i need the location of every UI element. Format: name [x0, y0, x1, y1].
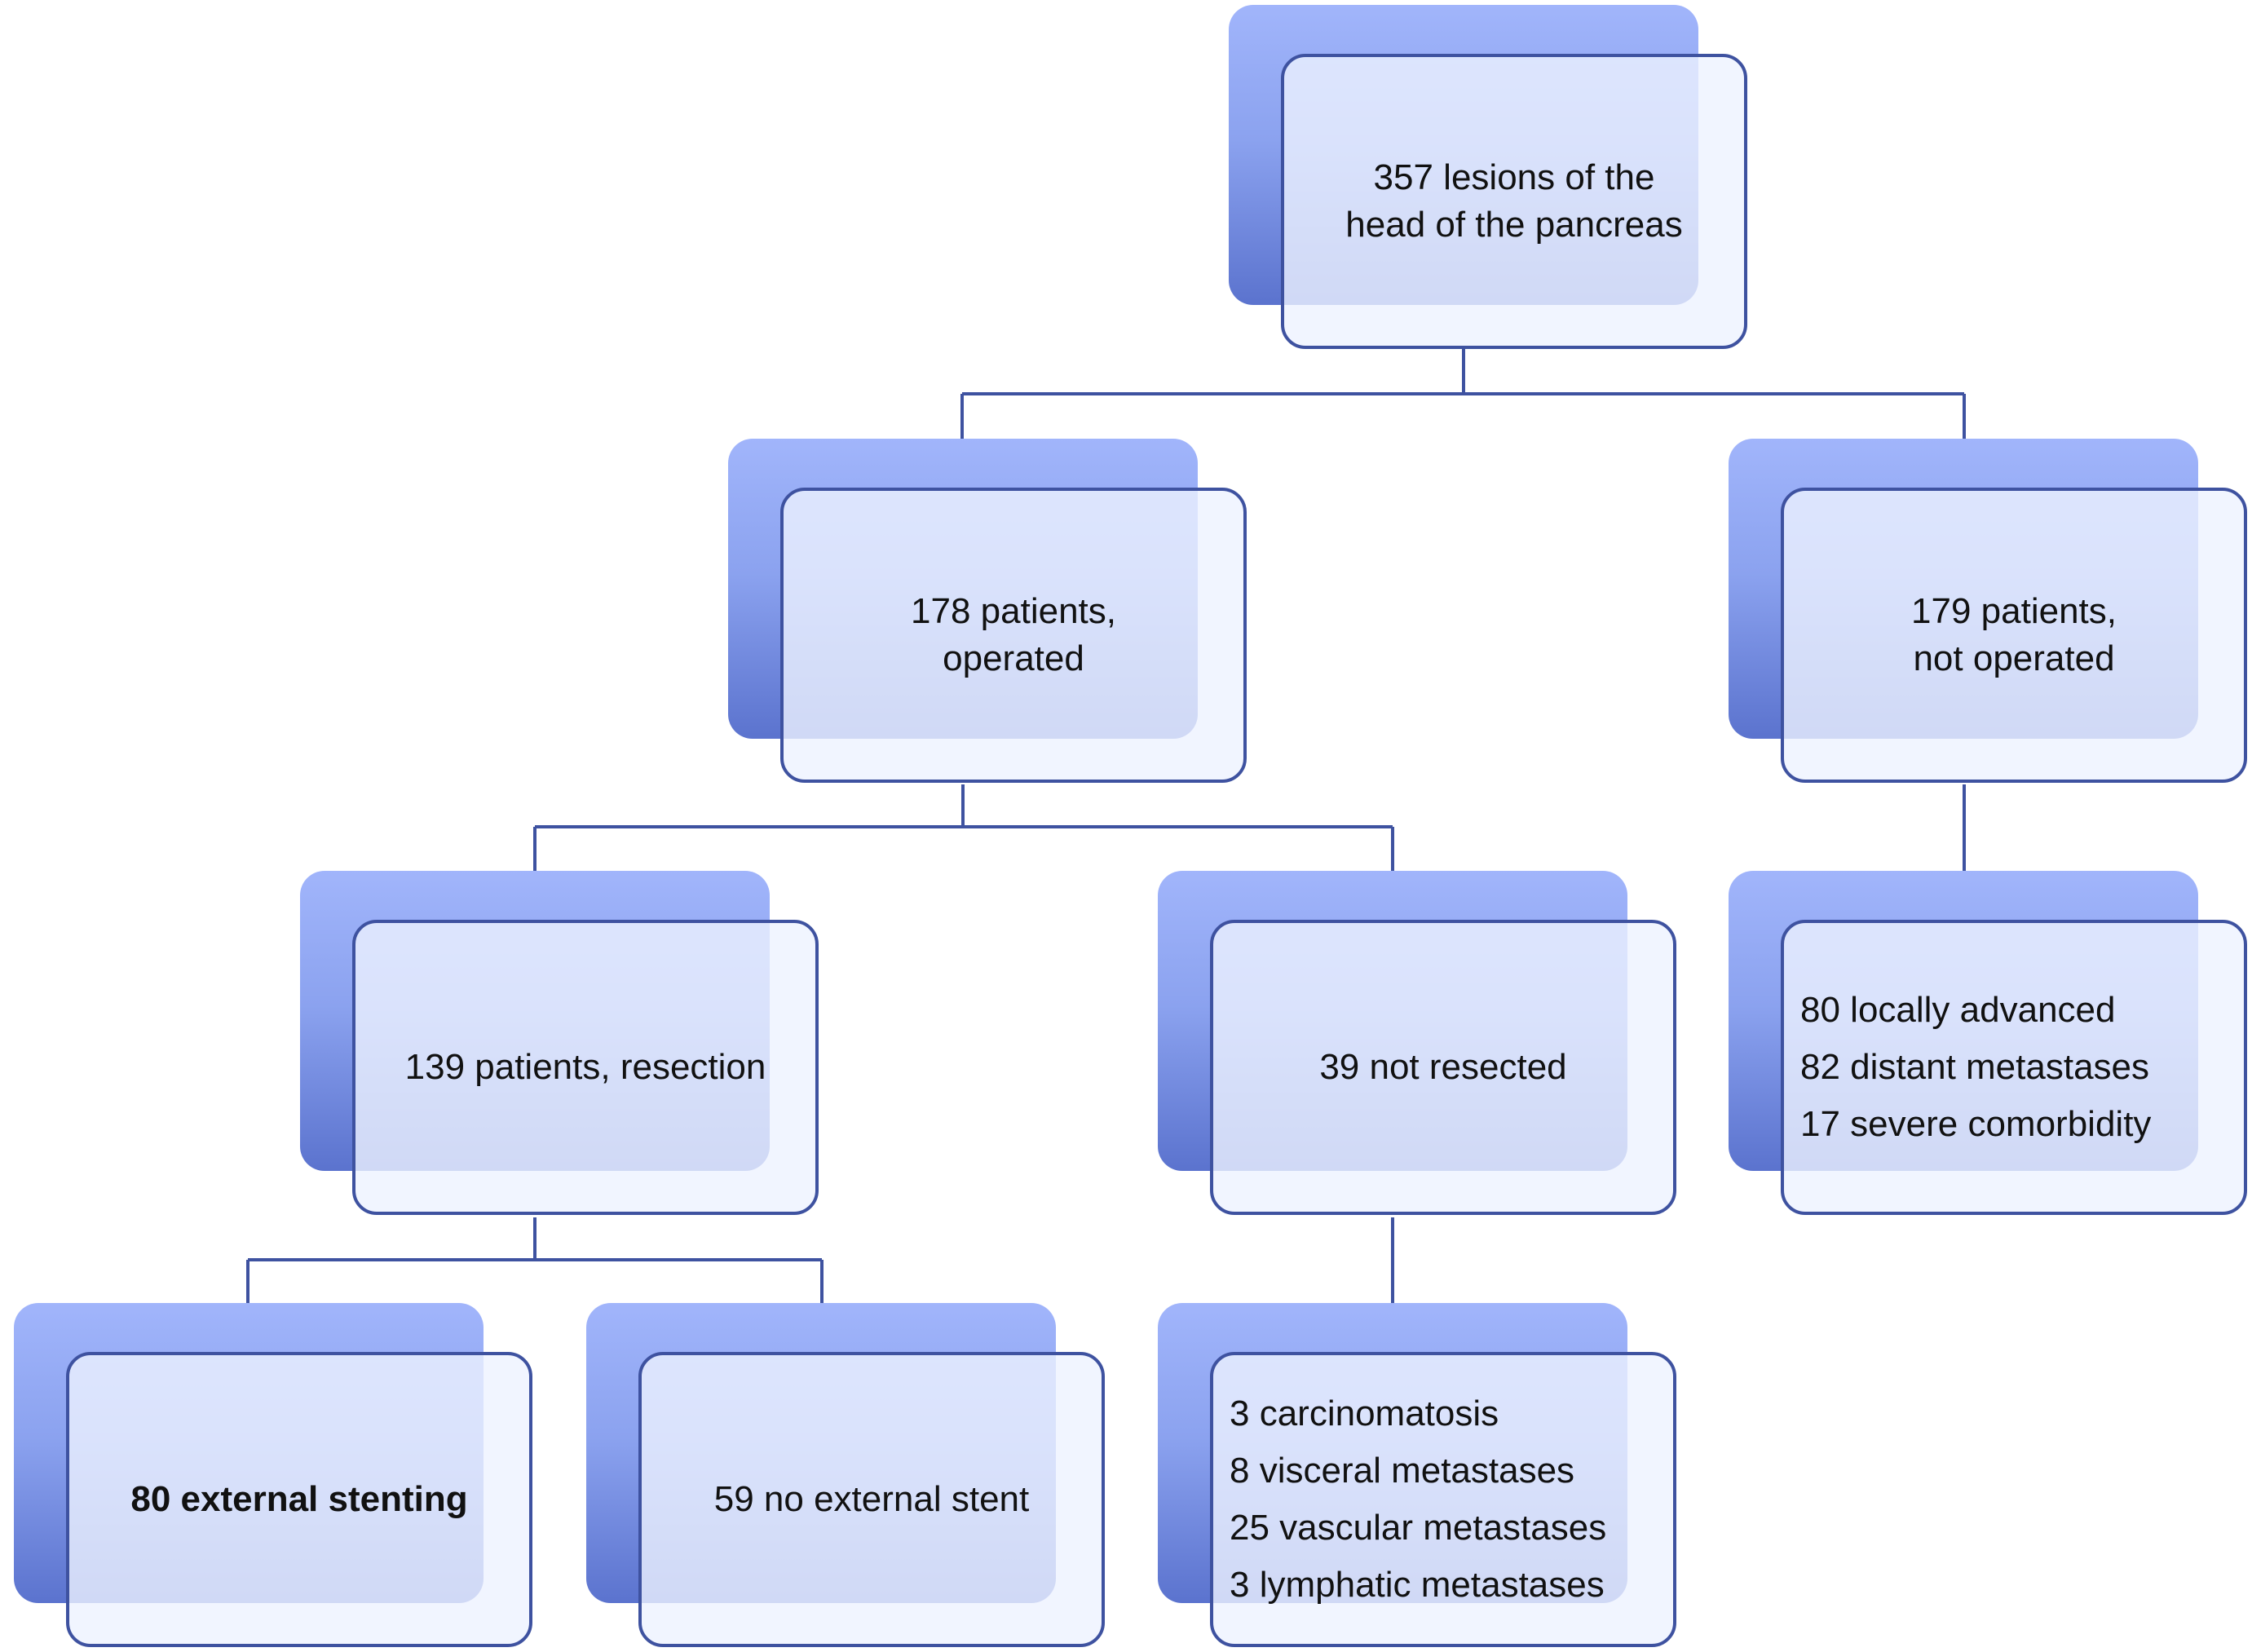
node-operated-line-1: 178 patients,	[911, 591, 1116, 631]
node-operated-line-2: operated	[943, 638, 1084, 678]
node-external-stenting-box: 80 external stenting	[66, 1352, 532, 1647]
node-not-resected-box: 39 not resected	[1210, 920, 1676, 1215]
node-not-resected-reasons-box: 3 carcinomatosis 8 visceral metastases 2…	[1210, 1352, 1676, 1647]
node-not-operated-line-2: not operated	[1913, 638, 2115, 678]
node-resection-line-1: 139 patients, resection	[404, 1047, 766, 1087]
node-no-external-stent-box: 59 no external stent	[638, 1352, 1105, 1647]
node-not-operated-reasons: 80 locally advanced 82 distant metastase…	[1729, 871, 2247, 1215]
connector-operated-split	[533, 784, 1394, 871]
node-external-stenting-line-1: 80 external stenting	[130, 1479, 468, 1519]
node-operated: 178 patients, operated	[728, 439, 1247, 783]
reason-visceral-metastases: 8 visceral metastases	[1230, 1451, 1575, 1491]
node-no-external-stent-line-1: 59 no external stent	[713, 1479, 1030, 1519]
reason-lymphatic-metastases: 3 lymphatic metastases	[1230, 1565, 1605, 1605]
node-not-operated-reasons-box: 80 locally advanced 82 distant metastase…	[1781, 920, 2247, 1215]
node-root: 357 lesions of the head of the pancreas	[1229, 5, 1747, 349]
node-not-operated-box: 179 patients, not operated	[1781, 488, 2247, 783]
node-not-resected-reasons: 3 carcinomatosis 8 visceral metastases 2…	[1158, 1303, 1676, 1647]
node-resection-box: 139 patients, resection	[352, 920, 819, 1215]
node-no-external-stent: 59 no external stent	[586, 1303, 1105, 1647]
node-root-line-1: 357 lesions of the	[1373, 157, 1655, 197]
node-not-operated: 179 patients, not operated	[1729, 439, 2247, 783]
node-resection: 139 patients, resection	[300, 871, 819, 1215]
connector-resection-split	[246, 1217, 824, 1303]
reason-carcinomatosis: 3 carcinomatosis	[1230, 1394, 1499, 1433]
reason-vascular-metastases: 25 vascular metastases	[1230, 1508, 1607, 1548]
connector-root-split	[960, 347, 1966, 439]
reason-severe-comorbidity: 17 severe comorbidity	[1800, 1104, 2152, 1144]
reason-locally-advanced: 80 locally advanced	[1800, 990, 2116, 1030]
node-root-box: 357 lesions of the head of the pancreas	[1281, 54, 1747, 349]
node-root-line-2: head of the pancreas	[1345, 205, 1683, 245]
node-external-stenting: 80 external stenting	[14, 1303, 532, 1647]
node-operated-box: 178 patients, operated	[780, 488, 1247, 783]
node-not-resected-line-1: 39 not resected	[1319, 1047, 1567, 1087]
reason-distant-metastases: 82 distant metastases	[1800, 1047, 2150, 1087]
node-not-resected: 39 not resected	[1158, 871, 1676, 1215]
node-not-operated-line-1: 179 patients,	[1911, 591, 2117, 631]
